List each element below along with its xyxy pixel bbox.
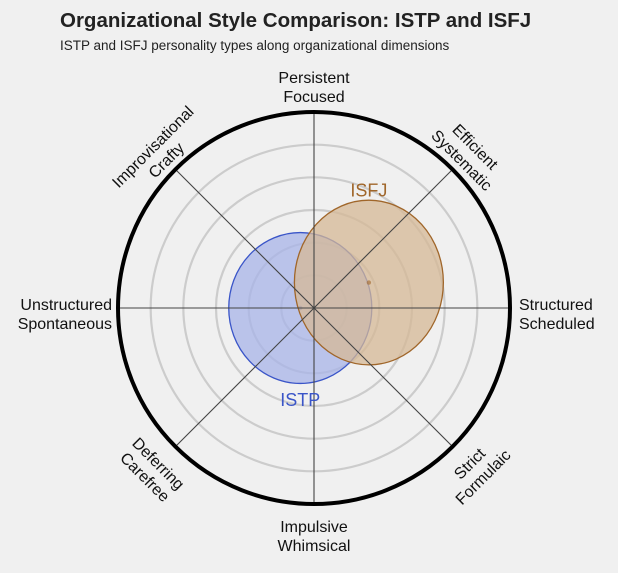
axis-line	[175, 307, 315, 447]
series-labels: ISTP ISFJ	[280, 180, 387, 410]
axis-lines	[118, 112, 510, 504]
axis-line	[313, 169, 453, 309]
axis-line	[313, 307, 453, 447]
axis-line	[175, 169, 315, 309]
outer-circle	[116, 110, 512, 506]
istp-label: ISTP	[280, 390, 320, 410]
isfj-label: ISFJ	[350, 180, 387, 200]
isfj-center-dot	[366, 280, 372, 285]
series-ellipses	[228, 199, 445, 385]
chart-subtitle: ISTP and ISFJ personality types along or…	[60, 38, 450, 53]
chart-title: Organizational Style Comparison: ISTP an…	[60, 9, 532, 32]
